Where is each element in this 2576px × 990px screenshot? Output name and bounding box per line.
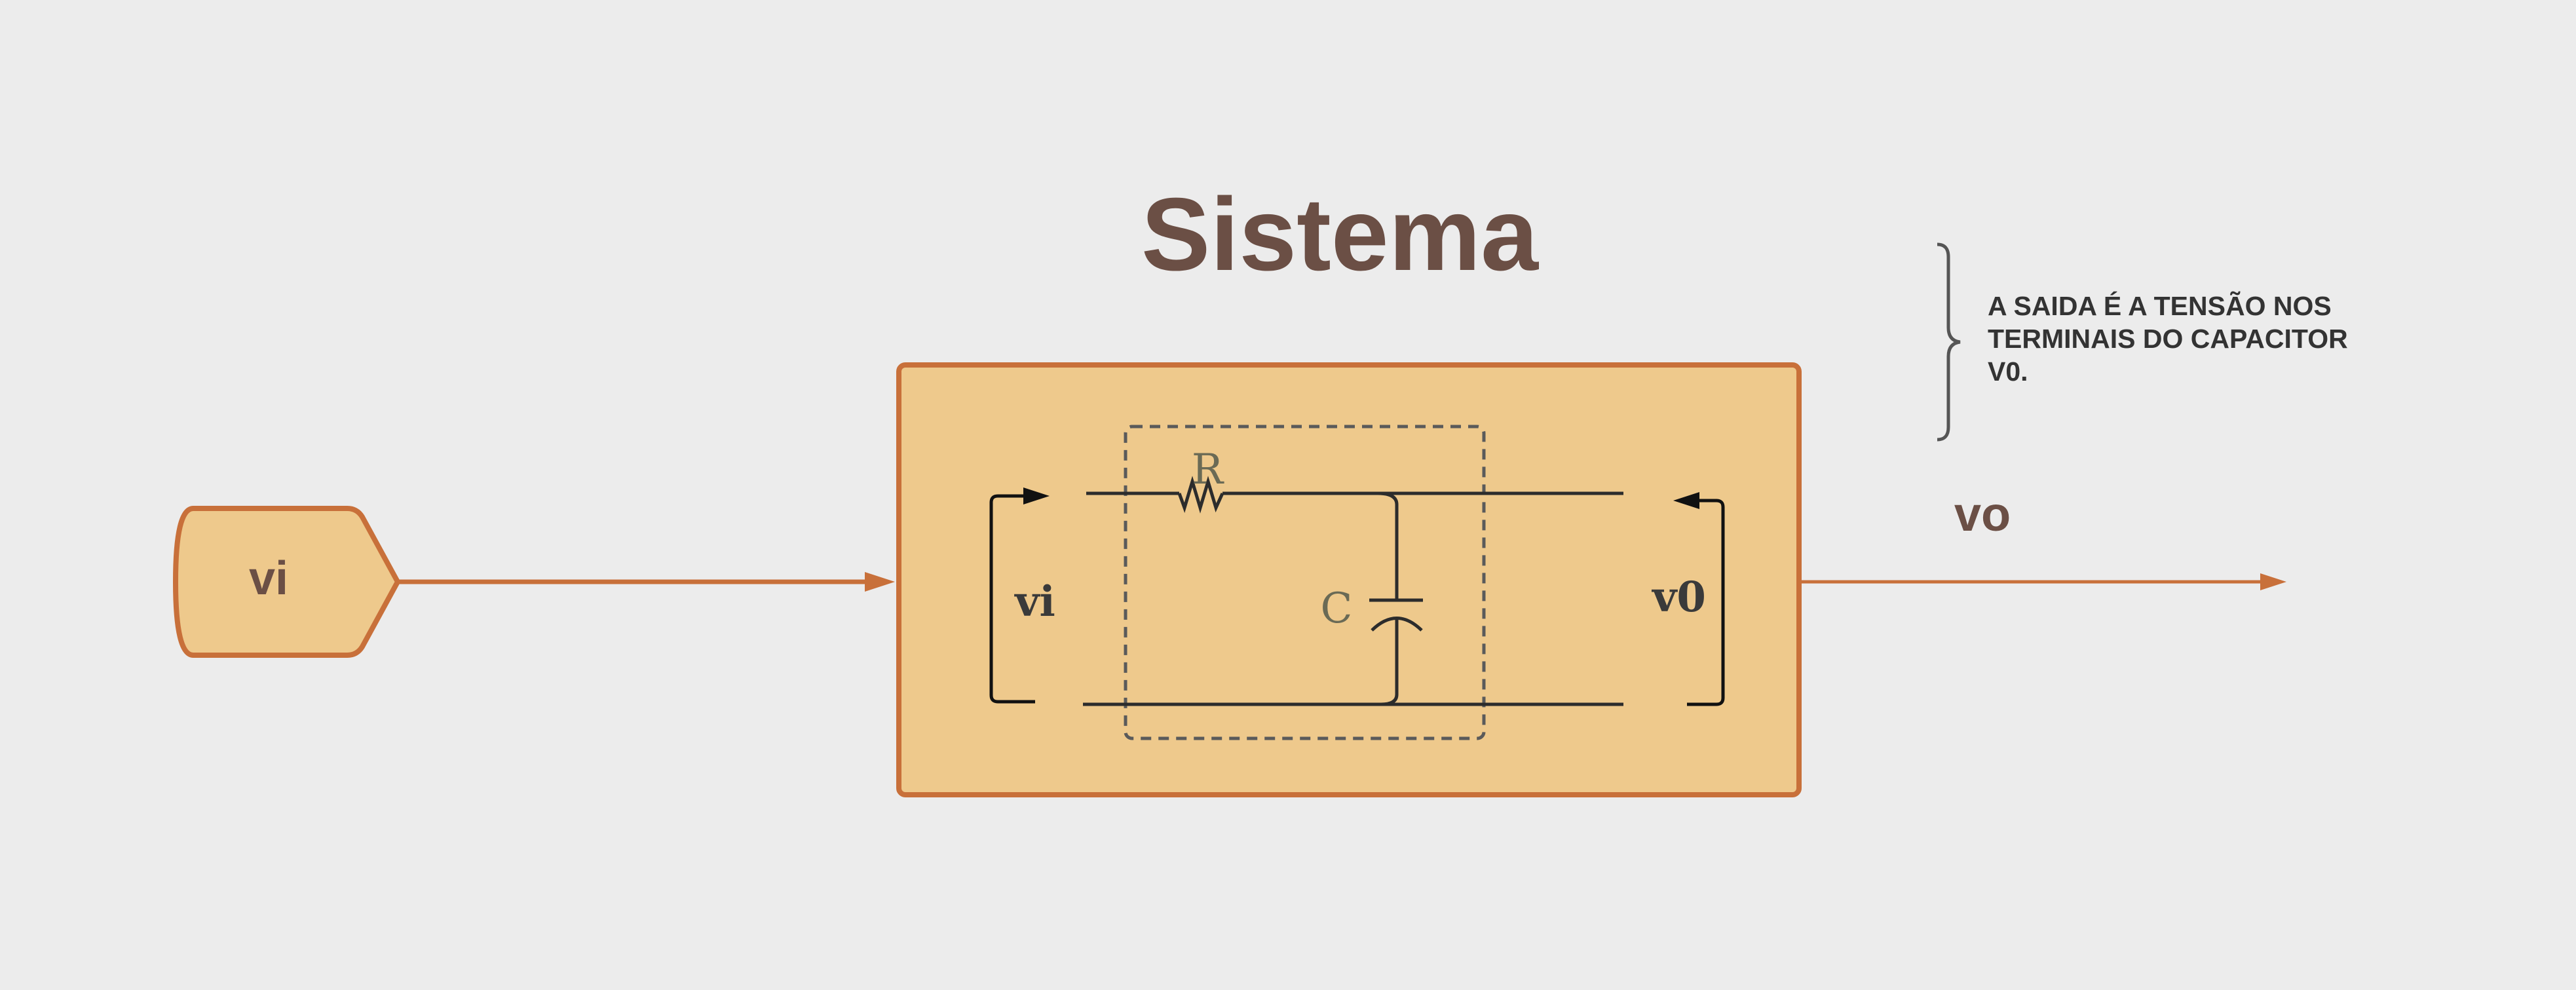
input-voltage-label: vi (1013, 577, 1055, 626)
note-line-2: TERMINAIS DO CAPACITOR (1988, 324, 2348, 354)
annotation-note: A SAIDA É A TENSÃO NOS TERMINAIS DO CAPA… (1988, 291, 2348, 387)
output-signal-label: vo (1954, 487, 2011, 541)
input-voltage-arrowhead (1023, 487, 1050, 505)
circuit-wiring (1083, 476, 1623, 706)
capacitor-label: C (1321, 584, 1353, 633)
resistor-label: R (1192, 446, 1224, 494)
input-voltage-bracket (989, 494, 1035, 704)
note-line-1: A SAIDA É A TENSÃO NOS (1988, 291, 2332, 321)
output-voltage-bracket (1687, 499, 1725, 706)
input-signal-block[interactable]: vi (173, 506, 400, 658)
input-arrow (398, 572, 895, 592)
output-voltage-label: v0 (1651, 573, 1706, 622)
annotation-brace (1937, 242, 1961, 442)
output-arrow (1802, 573, 2286, 590)
output-voltage-arrowhead (1673, 492, 1699, 509)
input-block-shape (173, 506, 400, 658)
resistor-symbol (1177, 476, 1224, 514)
input-block-label: vi (249, 552, 288, 605)
page-title: Sistema (1141, 177, 1539, 292)
note-line-3: V0. (1988, 356, 2028, 387)
capacitor-plate-bottom (1371, 617, 1423, 632)
rc-network-boundary (1124, 425, 1486, 740)
